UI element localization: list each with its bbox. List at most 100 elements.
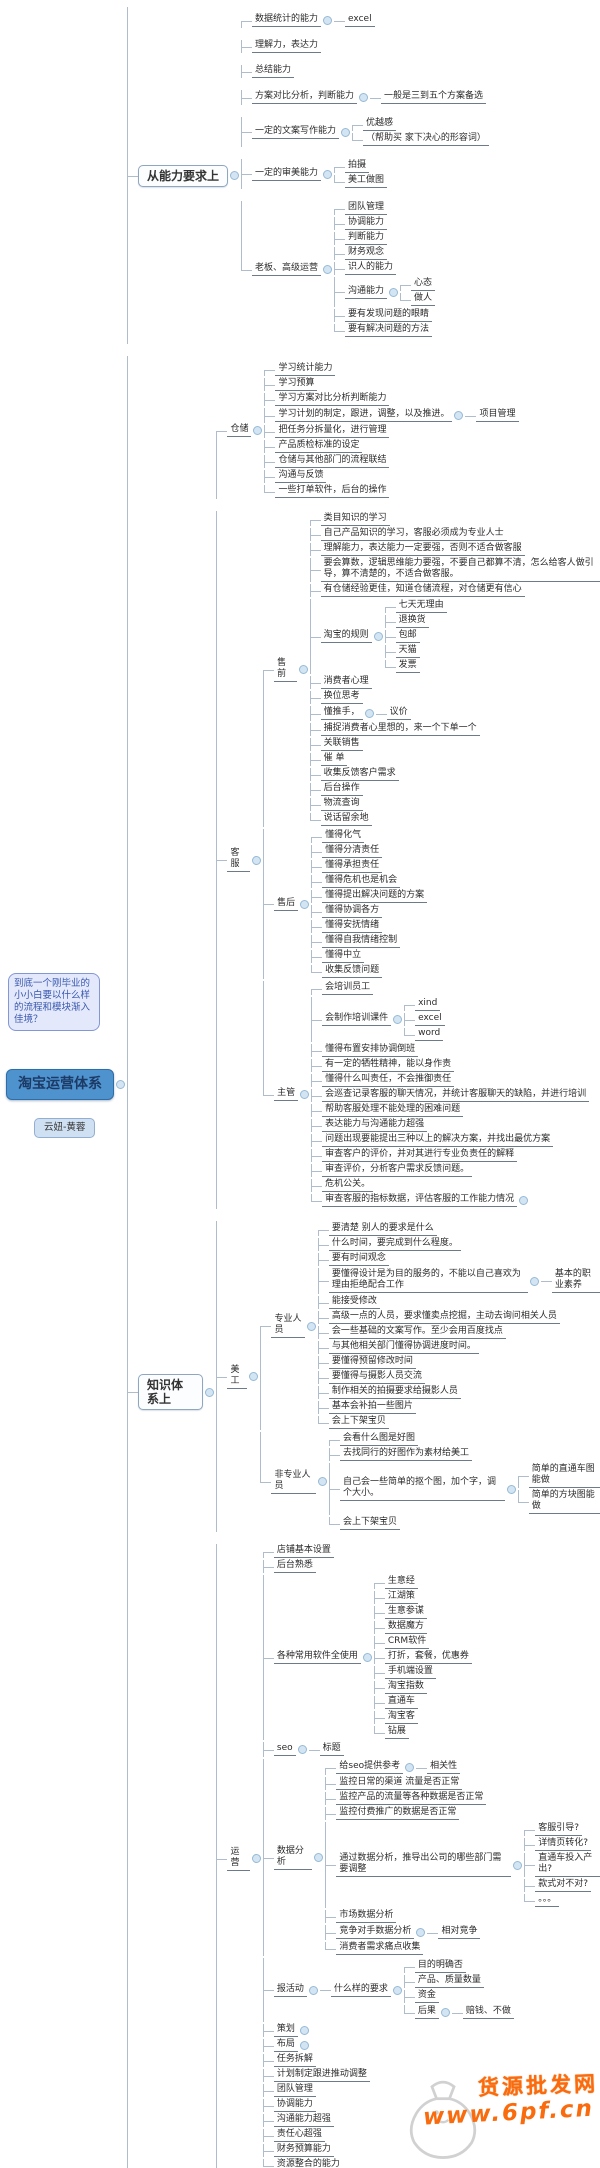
topic[interactable]: 基本会补拍一些图片 <box>328 1401 416 1414</box>
topic[interactable]: 懂得安抚情绪 <box>322 920 383 933</box>
topic[interactable]: 各种常用软件全使用 <box>273 1651 361 1664</box>
topic[interactable]: 江湖策 <box>384 1591 418 1604</box>
topic[interactable]: 标题 <box>319 1743 344 1756</box>
topic[interactable]: word <box>415 1028 444 1041</box>
topic[interactable]: 会一些基础的文案写作。至少会用百度找点 <box>328 1326 506 1339</box>
topic[interactable]: 理解力，表达力 <box>252 40 322 53</box>
note-topic[interactable]: 到底一个刚毕业的小小白要以什么样的流程和模块渐入佳境？ <box>8 972 100 1031</box>
topic[interactable]: 方案对比分析，判断能力 <box>252 91 358 104</box>
topic[interactable]: 做人 <box>411 293 436 306</box>
topic[interactable]: 总结能力 <box>252 65 295 78</box>
topic[interactable]: 识人的能力 <box>345 262 397 275</box>
topic[interactable]: 学习预算 <box>275 378 318 391</box>
topic[interactable]: 问题出现要能提出三种以上的解决方案，并找出最优方案 <box>322 1134 554 1147</box>
topic[interactable]: 要有解决问题的方法 <box>345 324 433 337</box>
topic[interactable]: 策划 <box>273 2024 298 2037</box>
topic[interactable]: 一定的审美能力 <box>252 168 322 181</box>
topic[interactable]: 与其他相关部门懂得协调进度时间。 <box>328 1341 479 1354</box>
expand-icon[interactable] <box>393 1015 403 1024</box>
topic[interactable]: 要有发现问题的眼睛 <box>345 309 433 322</box>
topic[interactable]: 什么样的要求 <box>330 1984 391 1997</box>
topic[interactable]: 责任心超强 <box>273 2129 325 2142</box>
topic[interactable]: 懂得承担责任 <box>322 860 383 873</box>
topic[interactable]: 去找同行的好图作为素材给美工 <box>339 1448 472 1461</box>
topic[interactable]: 给seo提供参考 <box>336 1761 404 1774</box>
topic[interactable]: 审查客服的指标数据，评估客服的工作能力情况 <box>322 1194 518 1207</box>
expand-icon[interactable] <box>323 265 333 274</box>
topic[interactable]: 团队管理 <box>345 202 388 215</box>
topic[interactable]: excel <box>345 14 375 27</box>
topic[interactable]: 会上下架宝贝 <box>339 1517 400 1530</box>
topic[interactable]: 要懂得设计是为目的服务的，不能以自己喜欢为理由拒绝配合工作 <box>328 1269 528 1293</box>
topic[interactable]: 要懂得预留修改时间 <box>328 1356 416 1369</box>
topic[interactable]: 关联销售 <box>320 738 363 751</box>
topic[interactable]: 详情页转化? <box>535 1838 592 1851</box>
topic[interactable]: 。。。 <box>535 1894 560 1907</box>
expand-icon[interactable] <box>392 1985 402 1995</box>
topic[interactable]: 审查评价，分析客户需求反馈问题。 <box>322 1164 473 1177</box>
main-topic[interactable]: 知识体系上 <box>138 1374 204 1410</box>
topic[interactable]: 判断能力 <box>345 232 388 245</box>
topic[interactable]: 要有时间观念 <box>328 1253 389 1266</box>
topic[interactable]: 协调能力 <box>273 2099 316 2112</box>
topic[interactable]: 赔钱、不做 <box>462 2006 514 2019</box>
topic[interactable]: 专业人员 <box>271 1314 305 1338</box>
topic[interactable]: 懂得自我情绪控制 <box>322 935 401 948</box>
topic[interactable]: 生意经 <box>384 1576 418 1589</box>
topic[interactable]: 懂得布置安排协调倒班 <box>322 1044 419 1057</box>
topic[interactable]: 会上下架宝贝 <box>328 1416 389 1429</box>
expand-icon[interactable] <box>454 411 464 420</box>
topic[interactable]: 仓储 <box>227 424 252 437</box>
topic[interactable]: 懂得什么叫责任，不会推御责任 <box>322 1074 455 1087</box>
expand-icon[interactable] <box>230 171 240 180</box>
expand-icon[interactable] <box>513 1860 523 1870</box>
topic[interactable]: 团队管理 <box>273 2084 316 2097</box>
topic[interactable]: 直通车 <box>384 1696 418 1709</box>
topic[interactable]: 项目管理 <box>476 409 519 422</box>
topic[interactable]: 售前 <box>274 658 297 682</box>
topic[interactable]: excel <box>415 1013 445 1026</box>
topic[interactable]: 说话留余地 <box>320 813 372 826</box>
topic[interactable]: 帮助客服处理不能处理的困难问题 <box>322 1104 464 1117</box>
topic[interactable]: 学习统计能力 <box>275 363 336 376</box>
topic[interactable]: seo <box>273 1743 296 1756</box>
topic[interactable]: 数据统计的能力 <box>252 14 322 27</box>
topic[interactable]: 会培训员工 <box>322 982 374 995</box>
expand-icon[interactable] <box>308 1985 318 1995</box>
expand-icon[interactable] <box>373 632 383 641</box>
topic[interactable]: 收集反馈客户需求 <box>320 768 399 781</box>
topic[interactable]: 懂得分清责任 <box>322 845 383 858</box>
topic[interactable]: 售后 <box>274 898 299 911</box>
topic[interactable]: 沟通能力超强 <box>273 2114 334 2127</box>
topic[interactable]: 基本的职业素养 <box>551 1269 600 1293</box>
topic[interactable]: 竞争对手数据分析 <box>336 1926 415 1939</box>
expand-icon[interactable] <box>389 287 399 297</box>
topic[interactable]: 议价 <box>386 707 411 720</box>
expand-icon[interactable] <box>314 1853 324 1862</box>
topic[interactable]: 换位思考 <box>320 691 363 704</box>
topic[interactable]: 淘宝的规则 <box>320 630 372 643</box>
topic[interactable]: 简单的方块图能做 <box>528 1490 600 1514</box>
expand-icon[interactable] <box>249 1372 259 1381</box>
topic[interactable]: 产品、质量数量 <box>414 1975 484 1988</box>
expand-icon[interactable] <box>297 1745 307 1754</box>
topic[interactable]: 淘宝客 <box>384 1711 418 1724</box>
topic[interactable]: 钻展 <box>384 1726 409 1739</box>
expand-icon[interactable] <box>299 2041 309 2050</box>
topic[interactable]: 能接受修改 <box>328 1296 380 1309</box>
topic[interactable]: CRM软件 <box>384 1636 430 1649</box>
topic[interactable]: 包邮 <box>395 630 420 643</box>
topic[interactable]: 监控日常的渠道 流量是否正常 <box>336 1777 463 1790</box>
topic[interactable]: 店铺基本设置 <box>273 1545 334 1558</box>
topic[interactable]: 运营 <box>227 1847 250 1871</box>
topic[interactable]: 优越感 <box>363 118 397 131</box>
topic[interactable]: 懂得化气 <box>322 830 365 843</box>
expand-icon[interactable] <box>116 1079 125 1089</box>
topic[interactable]: 相关性 <box>427 1761 461 1774</box>
topic[interactable]: 懂得协调各方 <box>322 905 383 918</box>
topic[interactable]: 什么时间，要完成到什么程度。 <box>328 1238 461 1251</box>
topic[interactable]: 资金 <box>414 1990 439 2003</box>
expand-icon[interactable] <box>252 855 262 865</box>
expand-icon[interactable] <box>317 1477 327 1486</box>
topic[interactable]: 会制作培训课件 <box>322 1013 392 1026</box>
